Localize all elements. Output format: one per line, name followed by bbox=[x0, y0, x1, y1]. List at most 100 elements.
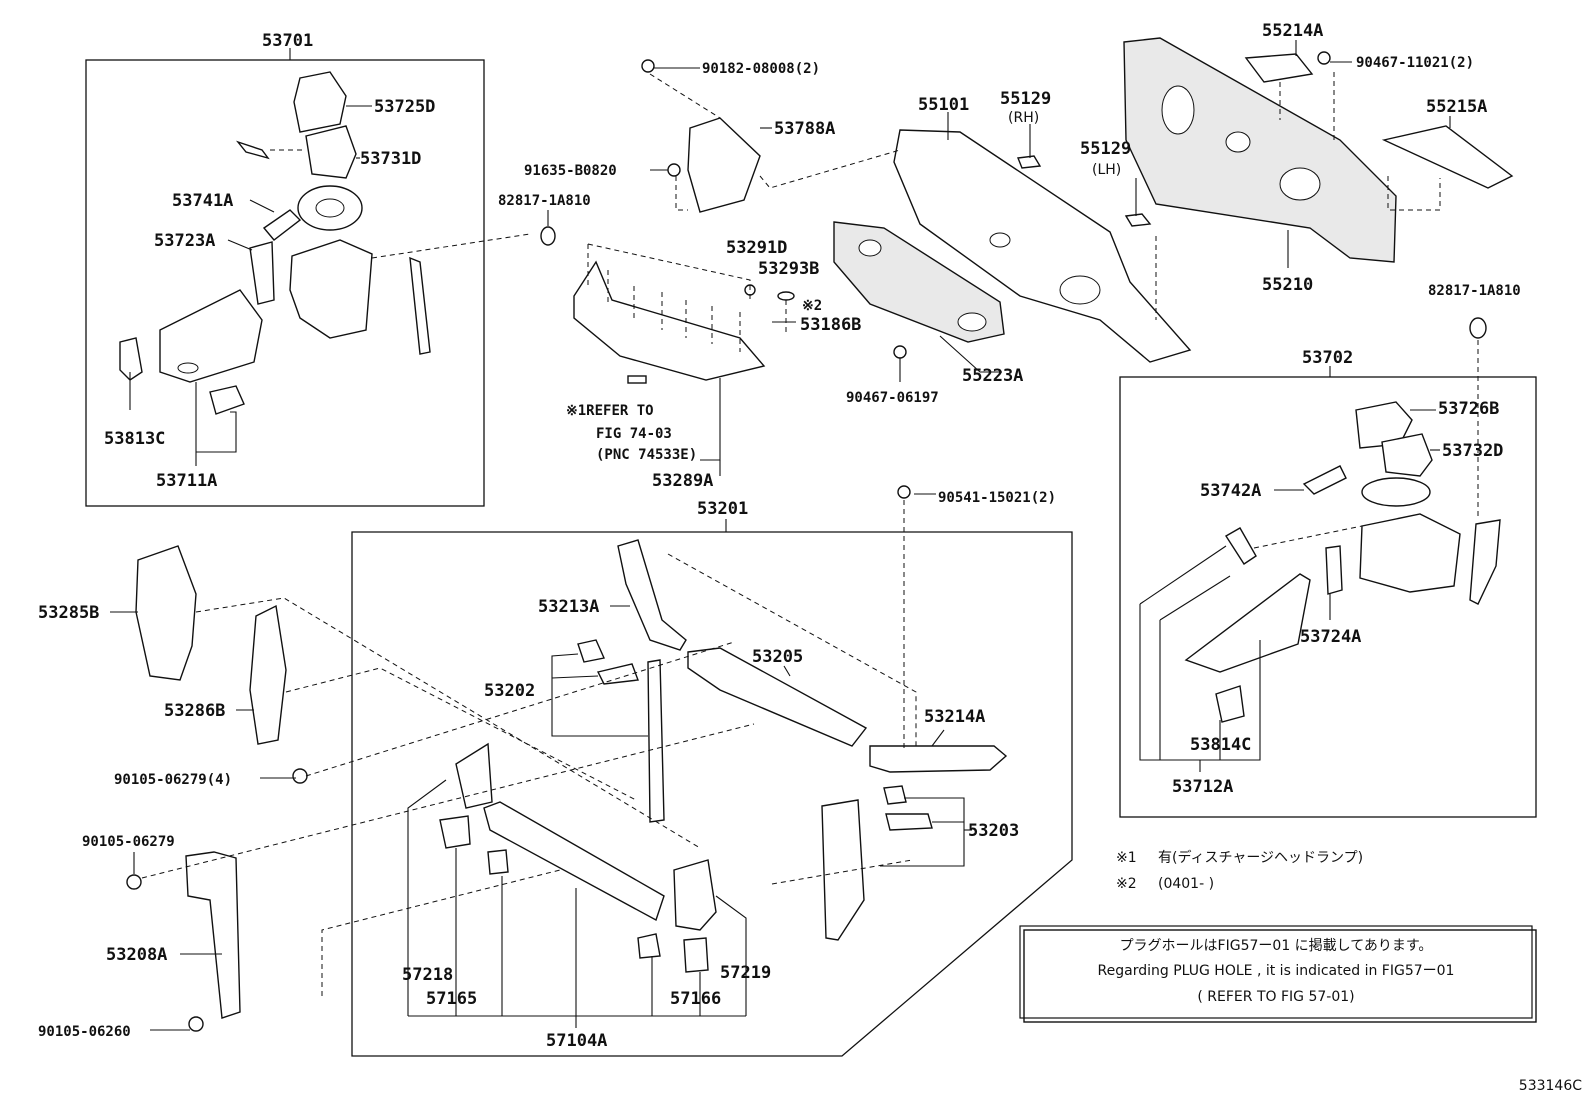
part-55129rh-shape bbox=[1017, 155, 1042, 169]
part-57219-shape bbox=[673, 859, 717, 931]
part-57165-shape bbox=[439, 815, 471, 849]
label-90105-06260: 90105-06260 bbox=[38, 1024, 131, 1040]
label-55223A: 55223A bbox=[962, 366, 1023, 386]
part-55101-shape bbox=[893, 129, 1192, 363]
info-box-line2: Regarding PLUG HOLE , it is indicated in… bbox=[1098, 963, 1455, 979]
part-apron-shape bbox=[289, 239, 373, 339]
label-rh: (RH) bbox=[1008, 110, 1039, 126]
clip-90541-shape bbox=[897, 485, 911, 499]
leader-lines bbox=[110, 40, 1479, 1031]
part-bracket-low-shape bbox=[637, 933, 661, 959]
group-53702: 53702 bbox=[1119, 348, 1537, 818]
label-53726B: 53726B bbox=[1438, 399, 1499, 419]
part-53742A-shape bbox=[1302, 465, 1347, 495]
part-53732D-shape bbox=[1381, 433, 1433, 477]
label-82817-1A810-right: 82817-1A810 bbox=[1428, 283, 1521, 299]
part-53213A-shape bbox=[617, 539, 687, 651]
label-90541-15021: 90541-15021(2) bbox=[938, 490, 1056, 506]
label-53788A: 53788A bbox=[774, 119, 835, 139]
label-53724A: 53724A bbox=[1300, 627, 1361, 647]
refer-note-line3: (PNC 74533E) bbox=[596, 447, 697, 463]
info-box-shadow bbox=[1019, 925, 1533, 1019]
label-53814C: 53814C bbox=[1190, 735, 1251, 755]
label-53203: 53203 bbox=[968, 821, 1019, 841]
clip-90467b-shape bbox=[1317, 51, 1331, 65]
label-91635-B0820: 91635-B0820 bbox=[524, 163, 617, 179]
grommet-82817b-shape bbox=[1469, 317, 1487, 339]
label-57218: 57218 bbox=[402, 965, 453, 985]
bolt-90105c-shape bbox=[188, 1016, 204, 1032]
plug-hole-info-box: プラグホールはFIG57ー01 に掲載してあります。 Regarding PLU… bbox=[1019, 925, 1537, 1023]
part-53286B-shape bbox=[249, 604, 287, 745]
part-53214A-shape bbox=[869, 745, 1008, 773]
part-57166-shape bbox=[683, 937, 709, 973]
label-53289A: 53289A bbox=[652, 471, 713, 491]
label-53286B: 53286B bbox=[164, 701, 225, 721]
bracket-small-shape bbox=[235, 140, 270, 160]
part-53202b-shape bbox=[596, 663, 639, 685]
part-53205-shape bbox=[687, 647, 868, 747]
label-53732D: 53732D bbox=[1442, 441, 1503, 461]
label-55214A: 55214A bbox=[1262, 21, 1323, 41]
group-53701-label: 53701 bbox=[262, 31, 313, 51]
group-53701: 53701 bbox=[85, 31, 485, 507]
part-53711A-shape bbox=[159, 289, 263, 383]
part-53814C-shape bbox=[1215, 685, 1245, 723]
label-53725D: 53725D bbox=[374, 97, 435, 117]
label-55101: 55101 bbox=[918, 95, 969, 115]
part-apron2-shape bbox=[1359, 513, 1461, 593]
part-53741A-shape bbox=[262, 209, 302, 241]
bolt-90182-shape bbox=[641, 59, 655, 73]
group-53702-box bbox=[1119, 376, 1537, 818]
label-57104A: 57104A bbox=[546, 1031, 607, 1051]
label-53208A: 53208A bbox=[106, 945, 167, 965]
label-57166: 57166 bbox=[670, 989, 721, 1009]
footnotes: ※1 有(ディスチャージヘッドランプ) ※2 (0401- ) bbox=[1116, 849, 1363, 892]
part-53208A-shape bbox=[185, 851, 241, 1019]
label-90467-11021: 90467-11021(2) bbox=[1356, 55, 1474, 71]
part-bracket2-shape bbox=[1225, 527, 1257, 565]
label-plate-shape bbox=[627, 375, 647, 384]
info-box-frame bbox=[1023, 929, 1537, 1023]
bolt-91635-shape bbox=[667, 163, 681, 177]
part-53285B-shape bbox=[135, 545, 197, 681]
bolt-90105a-shape bbox=[292, 768, 308, 784]
grommet-82817a-shape bbox=[540, 226, 556, 246]
footnote-1-text: 有(ディスチャージヘッドランプ) bbox=[1158, 849, 1363, 866]
part-53788A-shape bbox=[687, 117, 761, 213]
label-53742A: 53742A bbox=[1200, 481, 1261, 501]
label-lh: (LH) bbox=[1092, 162, 1121, 178]
label-53205: 53205 bbox=[752, 647, 803, 667]
label-53202: 53202 bbox=[484, 681, 535, 701]
part-53731D-shape bbox=[305, 125, 357, 179]
label-53213A: 53213A bbox=[538, 597, 599, 617]
bolt-90105b-shape bbox=[126, 874, 142, 890]
group-53201-label: 53201 bbox=[697, 499, 748, 519]
label-55210: 55210 bbox=[1262, 275, 1313, 295]
part-strip-shape bbox=[409, 256, 431, 355]
refer-note-line1: ※1REFER TO bbox=[566, 403, 654, 419]
group-53701-box bbox=[85, 59, 485, 507]
refer-note-line2: FIG 74-03 bbox=[596, 426, 672, 442]
label-53293B: 53293B bbox=[758, 259, 819, 279]
part-55210-shape bbox=[1123, 37, 1397, 263]
part-labels: 53725D 53731D 53741A 53723A 53813C 53711… bbox=[38, 21, 1521, 1051]
label-90467-06197: 90467-06197 bbox=[846, 390, 939, 406]
group-53201: 53201 bbox=[351, 499, 1073, 1057]
part-strip2-shape bbox=[1469, 519, 1501, 605]
label-55129-lh: 55129 bbox=[1080, 139, 1131, 159]
label-53723A: 53723A bbox=[154, 231, 215, 251]
label-53186B: 53186B bbox=[800, 315, 861, 335]
label-55215A: 55215A bbox=[1426, 97, 1487, 117]
label-82817-1A810-left: 82817-1A810 bbox=[498, 193, 591, 209]
label-53711A: 53711A bbox=[156, 471, 217, 491]
label-53813C: 53813C bbox=[104, 429, 165, 449]
label-53291D: 53291D bbox=[726, 238, 787, 258]
part-vert-support-shape bbox=[647, 659, 665, 823]
label-90105-06279-4: 90105-06279(4) bbox=[114, 772, 232, 788]
label-53712A: 53712A bbox=[1172, 777, 1233, 797]
part-57104A-shape bbox=[483, 801, 665, 922]
part-55214A-shape bbox=[1244, 53, 1314, 83]
label-57219: 57219 bbox=[720, 963, 771, 983]
